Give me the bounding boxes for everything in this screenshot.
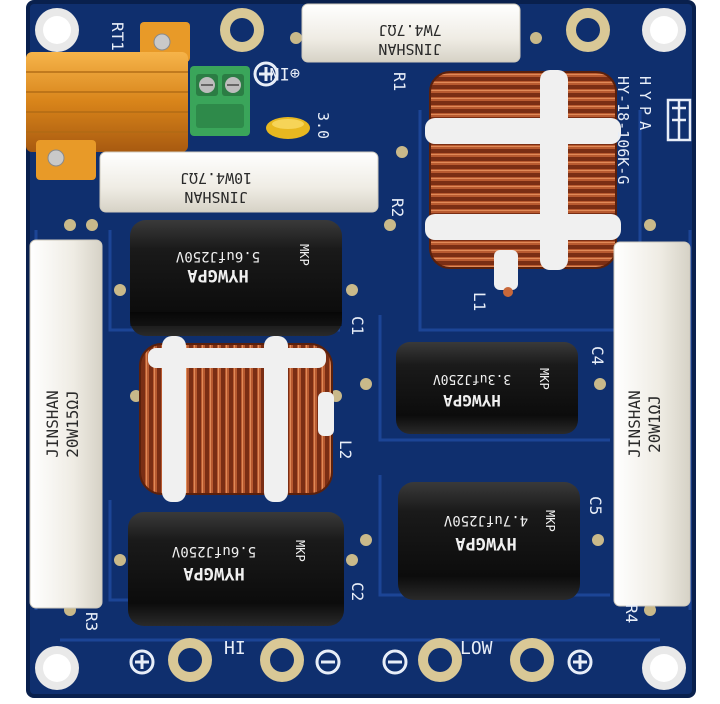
c1-type: MKP [297, 244, 311, 266]
label-hi: HI [224, 638, 246, 659]
r3-brand: JINSHAN [43, 390, 62, 457]
label-f: 3.0 [314, 112, 332, 139]
brand-logo [666, 98, 692, 142]
c2-type: MKP [293, 540, 307, 562]
c5-brand: HYWGPA [455, 533, 516, 553]
r2-brand: JINSHAN [184, 188, 247, 206]
label-l1: L1 [470, 292, 489, 311]
capacitor-c4 [396, 342, 578, 434]
c1-brand: HYWGPA [187, 265, 248, 285]
resistor-r2 [99, 151, 379, 213]
r1-value: 7W4.7ΩJ [378, 21, 441, 39]
polarity-symbols [129, 61, 593, 675]
label-brand: HYPA [636, 76, 654, 136]
label-r4: R4 [622, 604, 641, 623]
label-low: LOW [460, 638, 493, 659]
capacitor-c5 [398, 482, 580, 600]
label-r3: R3 [82, 612, 101, 631]
r1-brand: JINSHAN [378, 40, 441, 58]
c4-brand: HYWGPA [443, 391, 501, 410]
c4-value: 3.3ufJ250V [433, 371, 511, 386]
c2-brand: HYWGPA [183, 563, 244, 583]
mounting-holes [35, 8, 686, 690]
inductor-l1 [425, 70, 621, 297]
label-l2: L2 [336, 440, 355, 459]
resistor-rt1-heatsink [26, 22, 190, 180]
top-pads [220, 8, 610, 52]
r4-brand: JINSHAN [625, 390, 644, 457]
label-model: HY-18-106K-G [614, 76, 632, 184]
output-pads [168, 638, 554, 682]
c1-value: 5.6ufJ250V [175, 248, 260, 264]
r2-value: 10W4.7ΩJ [180, 169, 252, 187]
input-terminal-block [190, 66, 250, 136]
label-rt1: RT1 [108, 22, 127, 51]
inductor-l2 [139, 336, 334, 502]
c2-value: 5.6ufJ250V [171, 543, 256, 559]
resistor-r4 [613, 241, 691, 607]
capacitor-c2 [128, 512, 344, 626]
c5-value: 4.7ufJ250V [443, 512, 528, 528]
label-c5: C5 [586, 496, 605, 515]
label-r2: R2 [388, 198, 407, 217]
r4-value: 20W1ΩJ [645, 395, 664, 453]
label-c1: C1 [348, 316, 367, 335]
label-c4: C4 [588, 346, 607, 365]
label-c2: C2 [348, 582, 367, 601]
c5-type: MKP [543, 510, 557, 532]
label-r1: R1 [390, 72, 409, 91]
ptc-fuse [266, 117, 310, 139]
r3-value: 20W15ΩJ [63, 390, 82, 457]
c4-type: MKP [537, 368, 551, 390]
resistor-r3 [29, 239, 103, 609]
resistor-r1 [301, 3, 521, 63]
label-in: ⊕IN [269, 63, 300, 83]
capacitor-c1 [130, 220, 342, 336]
